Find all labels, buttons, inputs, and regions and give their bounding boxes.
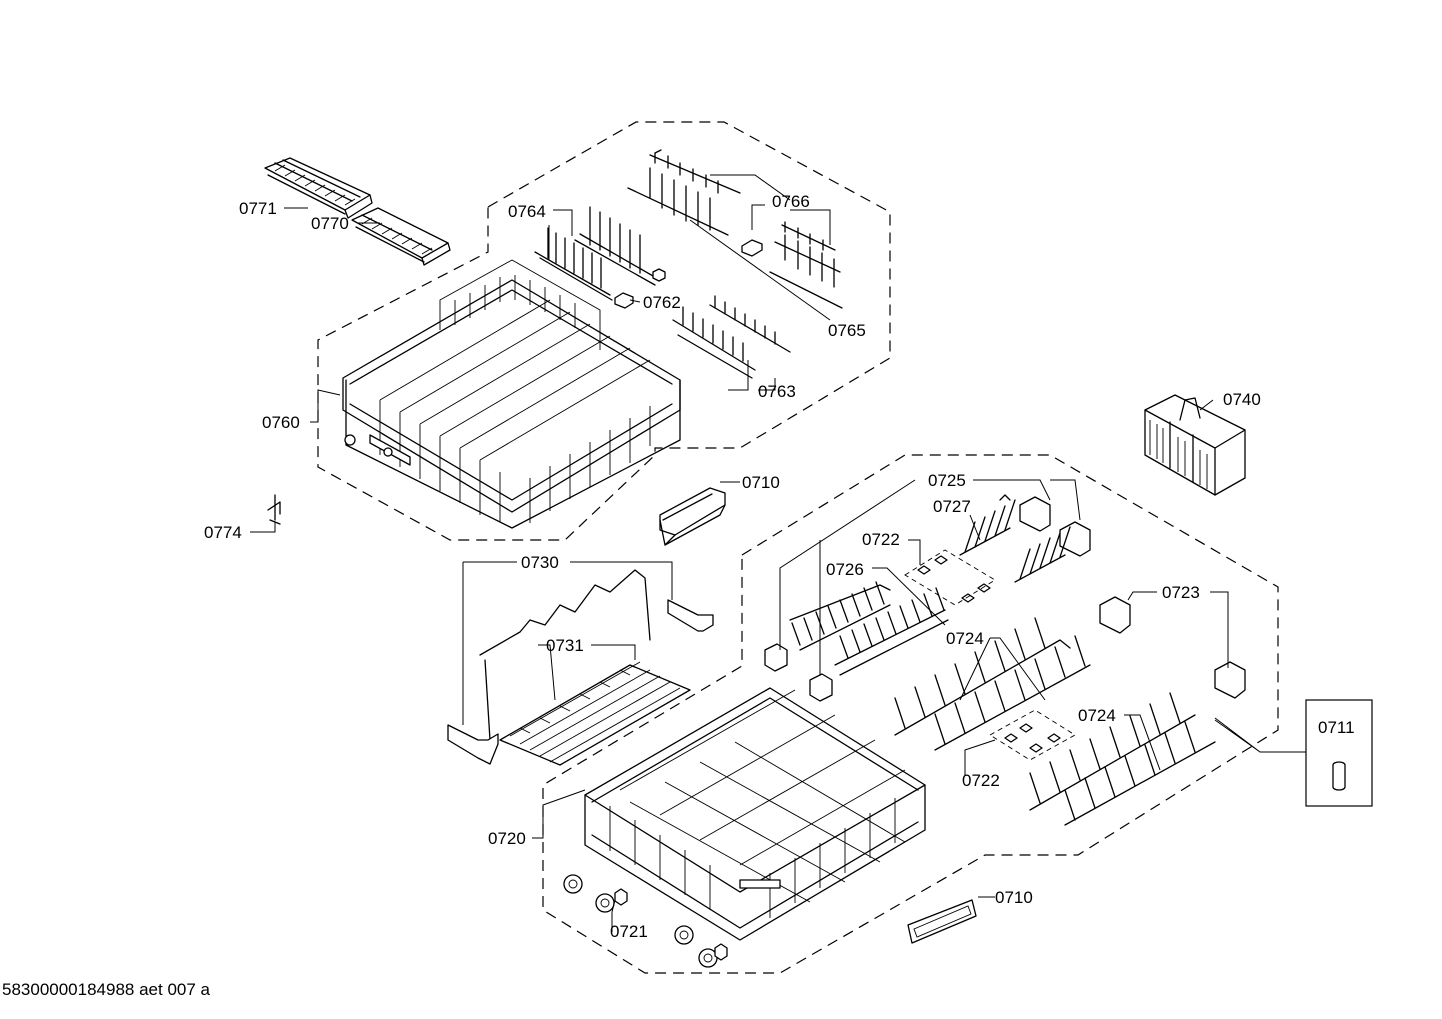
label-0764: 0764 (508, 202, 546, 221)
label-0724-upper: 0724 (946, 629, 984, 648)
label-0763: 0763 (758, 382, 796, 401)
label-0721: 0721 (610, 922, 648, 941)
lower-basket-group-outline (542, 454, 1279, 974)
label-0720: 0720 (488, 829, 526, 848)
label-0766: 0766 (772, 192, 810, 211)
label-0730: 0730 (521, 553, 559, 572)
label-0711: 0711 (1318, 718, 1355, 737)
label-0724-lower: 0724 (1078, 706, 1116, 725)
label-0727: 0727 (933, 497, 971, 516)
part-0711-box (1305, 699, 1373, 807)
clip-0774-part (267, 494, 281, 525)
label-0725: 0725 (928, 471, 966, 490)
label-0740: 0740 (1223, 390, 1261, 409)
tine-row-0724-upper-part (894, 617, 1091, 751)
lower-basket-0720-part (584, 687, 926, 941)
wire-arm-0730-part (447, 569, 714, 765)
clip-0762-part (614, 268, 666, 309)
label-0770: 0770 (311, 214, 349, 233)
cutlery-basket-0740-part (1144, 394, 1246, 496)
tine-row-0764-part (534, 206, 661, 301)
tine-row-0724-lower-part (1029, 692, 1216, 826)
label-0771: 0771 (239, 199, 277, 218)
upper-basket-group-outline (317, 121, 891, 541)
clip-0725-part (999, 494, 1091, 557)
cup-rack-0771-part (264, 157, 373, 219)
upper-basket-0760-part (342, 259, 681, 529)
handle-0710-upper-part (659, 487, 726, 546)
clip-0723-part (1099, 596, 1246, 699)
leader-lines (250, 174, 1306, 932)
cup-rack-0770-part (351, 207, 451, 266)
drawing-code: 58300000184988 aet 007 a (2, 980, 210, 999)
tine-row-0727-part (959, 499, 1071, 583)
tine-rack-0766-part (627, 149, 843, 309)
label-0726: 0726 (826, 560, 864, 579)
label-0760: 0760 (262, 413, 300, 432)
clip-0722-upper-part (904, 549, 996, 606)
label-0710-lower: 0710 (995, 888, 1033, 907)
label-0765: 0765 (828, 321, 866, 340)
label-0723: 0723 (1162, 583, 1200, 602)
label-0762: 0762 (643, 293, 681, 312)
nameplate-0710-lower-part (907, 899, 977, 944)
clip-0722-lower-part (989, 709, 1076, 761)
tine-row-0726-part (764, 581, 949, 702)
callout-labels: 0771 0770 0764 0766 0762 0765 0763 0760 … (204, 192, 1355, 941)
wheel-0721-part (563, 874, 728, 968)
folding-rack-0731-part (499, 661, 691, 766)
label-0722-upper: 0722 (862, 530, 900, 549)
label-0710-upper: 0710 (742, 473, 780, 492)
tine-row-0763-part (672, 295, 791, 379)
label-0774: 0774 (204, 523, 242, 542)
label-0722-lower: 0722 (962, 771, 1000, 790)
label-0731: 0731 (546, 636, 584, 655)
